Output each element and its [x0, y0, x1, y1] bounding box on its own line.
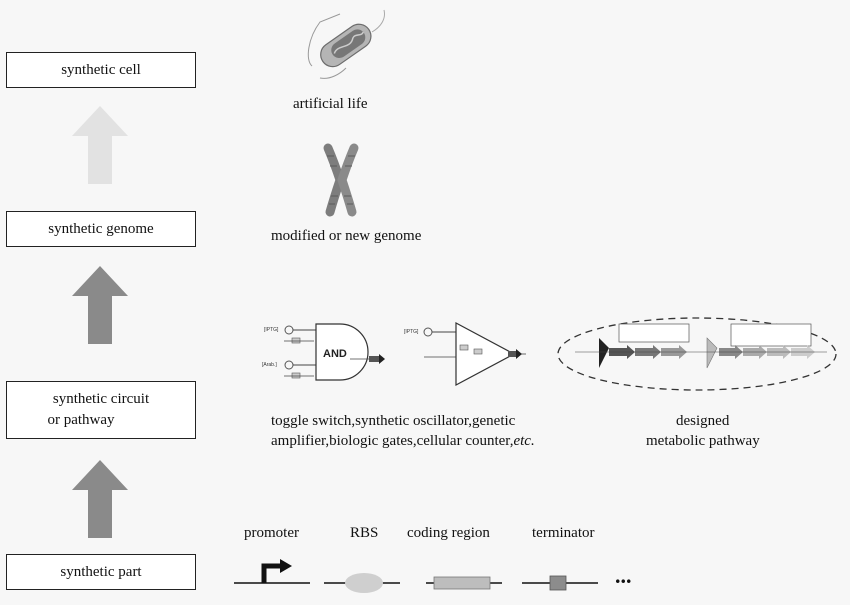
circuits-caption-line2: amplifier,biologic gates,cellular counte… [271, 431, 535, 451]
promoter-label: promoter [244, 525, 299, 541]
synthetic-cell-label: synthetic cell [61, 61, 141, 78]
genome-caption: modified or new genome [271, 228, 422, 244]
circuits-caption-text: amplifier,biologic gates,cellular counte… [271, 433, 514, 449]
inducer-node-1 [284, 325, 294, 335]
amplifier-reporter-gene [508, 351, 516, 357]
metabolic-pathway-diagram [557, 317, 837, 391]
amplifier-gene-1 [459, 344, 469, 351]
synthetic-part-box: synthetic part [6, 554, 196, 590]
up-arrow-genome-to-cell [72, 266, 128, 344]
terminator-symbol [522, 575, 598, 591]
metabolic-pathway-boundary [557, 317, 837, 391]
iptg-label: [IPTG] [264, 327, 279, 333]
inducer-node-2 [284, 360, 294, 370]
metabolic-caption-line2: metabolic pathway [646, 433, 760, 449]
input-gene-1 [291, 337, 301, 344]
reporter-arrowhead [379, 354, 385, 364]
circuits-caption-line1: toggle switch,synthetic oscillator,genet… [271, 413, 516, 429]
pathway-box-2 [730, 323, 812, 347]
amplifier-reporter-arrowhead [516, 349, 522, 359]
circuits-caption-etc: etc. [513, 433, 535, 449]
synthetic-genome-box: synthetic genome [6, 211, 196, 247]
coding-region-label: coding region [407, 525, 490, 541]
reporter-gene [369, 356, 379, 362]
up-arrow-light [72, 106, 128, 184]
pathway-box-1 [618, 323, 690, 343]
artificial-life-caption: artificial life [293, 96, 368, 112]
synthetic-cell-box: synthetic cell [6, 52, 196, 88]
bacterium-icon [307, 9, 385, 79]
terminator-label: terminator [532, 525, 595, 541]
input-gene-2 [291, 372, 301, 379]
metabolic-caption-line1: designed [676, 413, 730, 429]
parts-ellipsis: ... [615, 563, 632, 588]
synthetic-circuit-box: synthetic circuit or pathway [6, 381, 196, 439]
rbs-label: RBS [350, 525, 379, 541]
and-gate-shape [315, 323, 369, 381]
coding-region-symbol [426, 576, 502, 590]
synthetic-circuit-label-line2: or pathway [47, 412, 115, 428]
pathway-promoter-1 [599, 338, 609, 368]
synthetic-circuit-label-line1: synthetic circuit [52, 391, 150, 407]
and-gate-label: AND [323, 348, 347, 360]
amplifier-gene-2 [473, 348, 483, 355]
amplifier-inducer-node [423, 327, 433, 337]
chromosome-icon [323, 143, 359, 217]
amplifier-iptg-label: [IPTG] [404, 329, 419, 335]
promoter-symbol [234, 559, 310, 584]
rbs-symbol [324, 573, 400, 593]
pathway-promoter-2 [706, 337, 718, 369]
synthetic-genome-label: synthetic genome [48, 220, 154, 237]
synthetic-part-label: synthetic part [60, 563, 142, 580]
amplifier-triangle [455, 321, 516, 387]
amplifier-circuit: [IPTG] [404, 321, 526, 387]
arab-label: [Arab.] [262, 362, 277, 368]
and-gate-circuit: [IPTG] [Arab.] AND [262, 323, 385, 381]
up-arrow-part-to-circuit [72, 460, 128, 538]
